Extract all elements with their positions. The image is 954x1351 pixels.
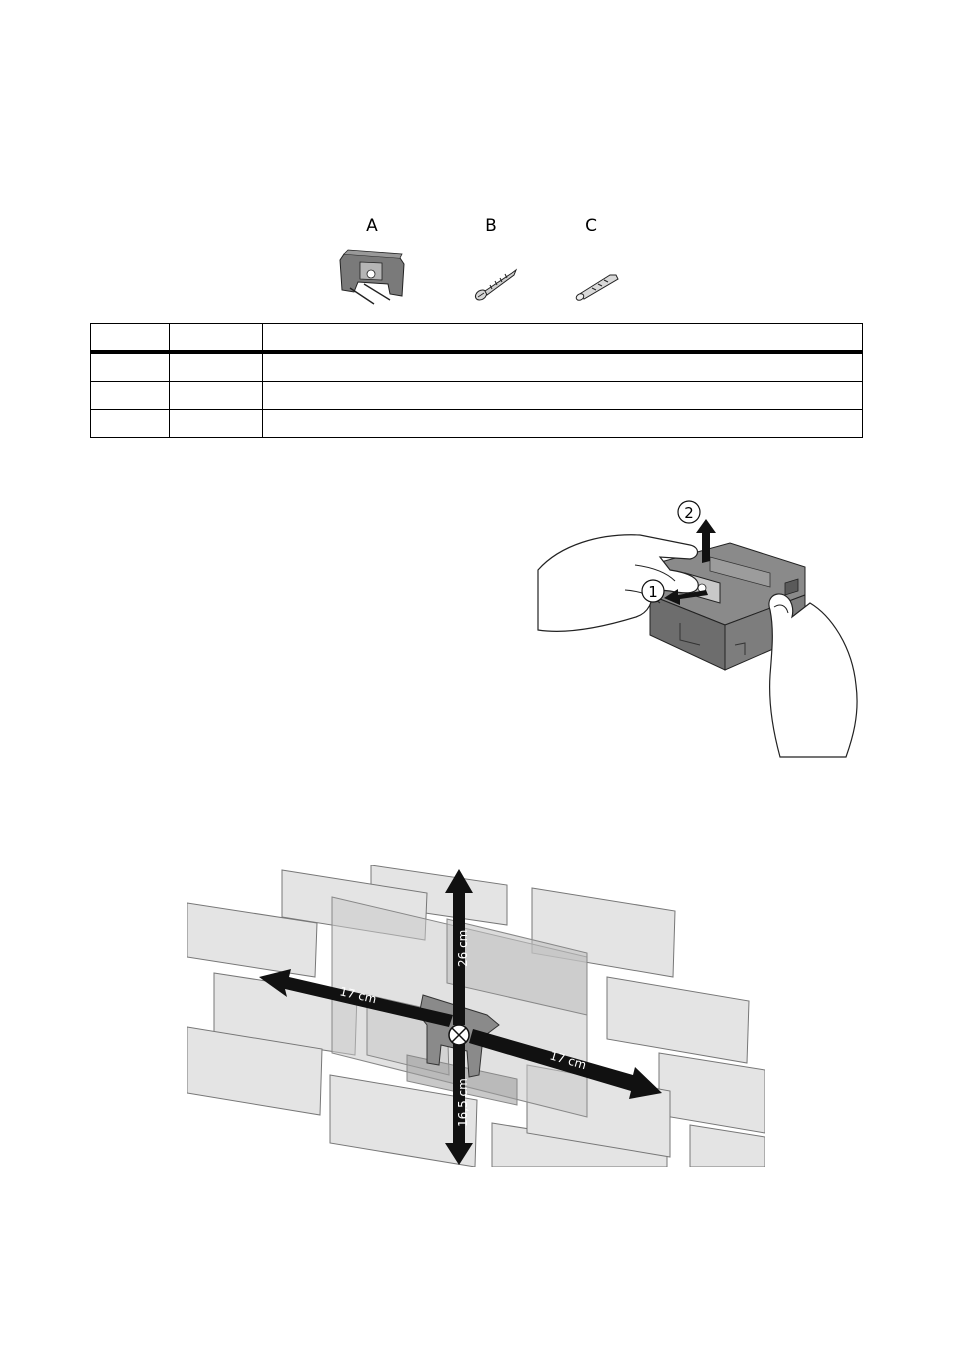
parts-table [90,323,863,438]
table-header-row [90,323,863,354]
table-cell [90,409,170,438]
table-cell [169,409,263,438]
drilling-dimensions-illustration: 26 cm 16,5 cm 17 cm 17 cm [187,865,765,1167]
right-hand [768,593,858,758]
brick-wall [187,865,765,1167]
bracket-removal-illustration: 1 2 [537,500,858,758]
table-row [90,351,863,382]
table-row [90,381,863,410]
part-label-b: B [485,216,497,236]
table-cell [262,409,863,438]
drill-point-marker [448,1024,470,1046]
table-cell [262,323,863,354]
table-cell [169,323,263,354]
dimension-label-down: 16,5 cm [456,1078,470,1127]
step-2-marker [677,500,701,524]
part-label-c: C [585,216,597,236]
arrow-step-2 [696,519,716,563]
wall-bracket-image [339,249,405,305]
table-cell [169,351,263,382]
dimension-arrows [259,869,662,1165]
part-label-a: A [366,216,378,236]
table-cell [262,351,863,382]
screw-image [474,268,518,301]
dimension-label-up: 26 cm [456,930,470,967]
step-1-label: 1 [648,583,658,601]
table-cell [90,323,170,354]
table-row [90,409,863,438]
table-cell [90,381,170,410]
table-cell [169,381,263,410]
dowel-image [575,274,619,301]
step-1-marker [641,579,665,603]
step-2-label: 2 [684,504,694,522]
table-cell [90,351,170,382]
table-cell [262,381,863,410]
arrow-step-1 [664,589,708,605]
